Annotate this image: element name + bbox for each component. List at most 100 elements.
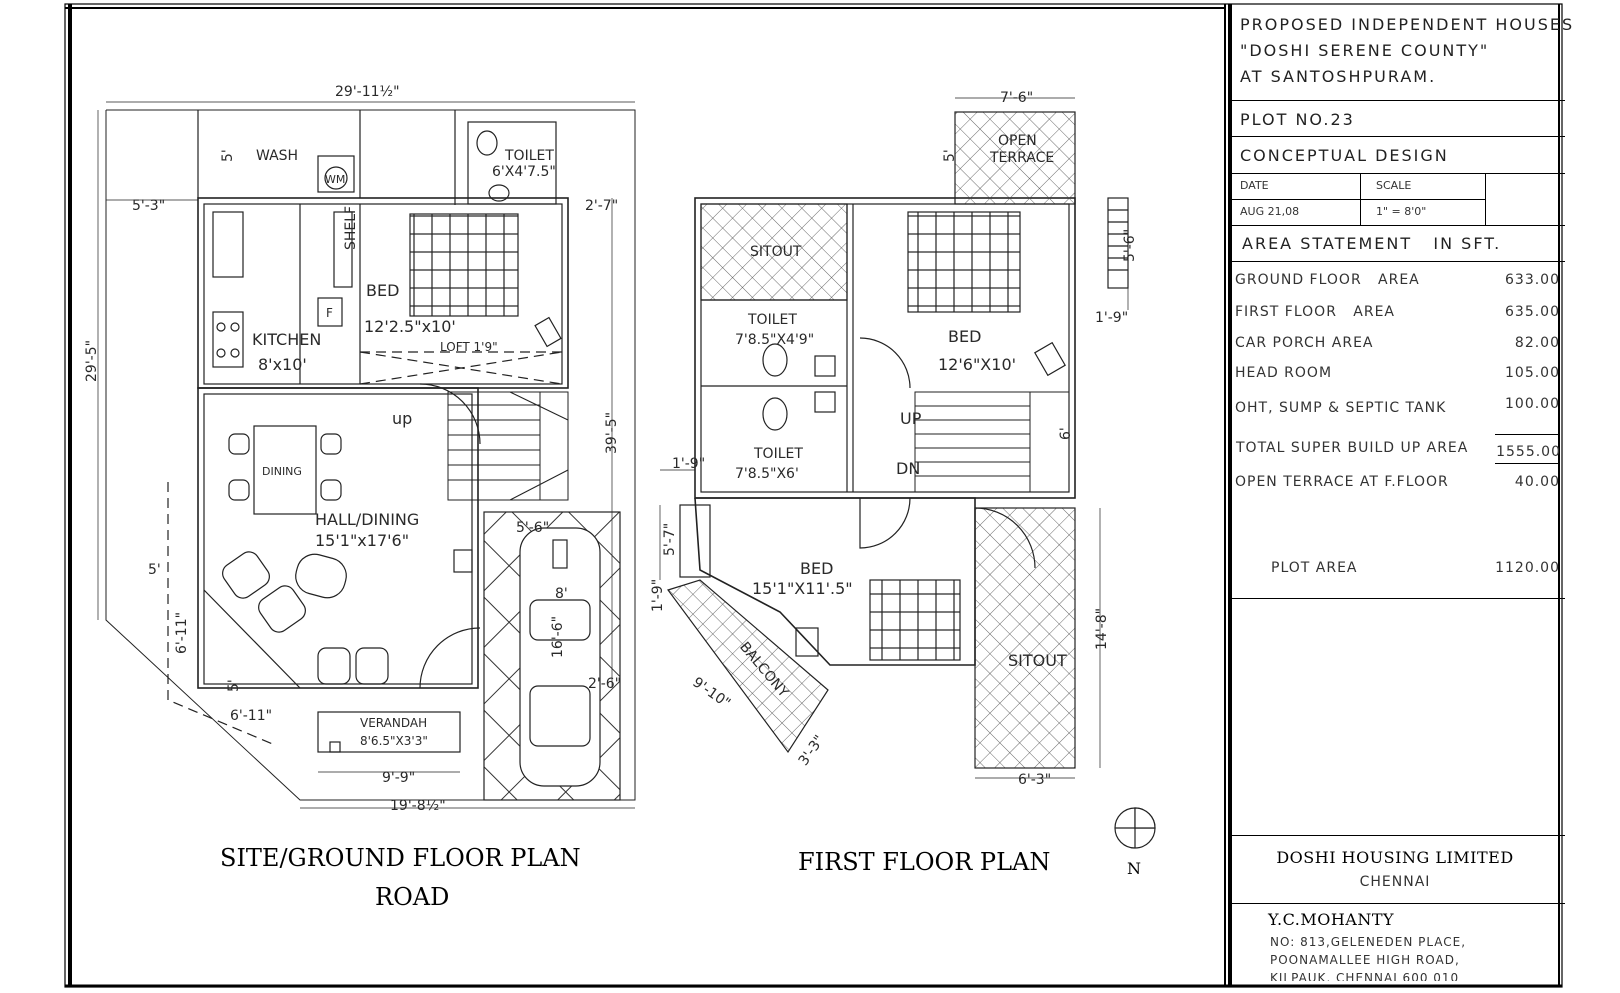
gf-bed-label: BED bbox=[366, 281, 399, 300]
ff-up-label: UP bbox=[900, 409, 922, 428]
company-name: DOSHI HOUSING LIMITED bbox=[1276, 848, 1514, 867]
ff-dim-5-6: 5'-6" bbox=[1122, 229, 1138, 262]
plot-area-label: PLOT AREA bbox=[1271, 560, 1358, 576]
area-row: CAR PORCH AREA 82.00 bbox=[1235, 335, 1560, 351]
shelf-label: SHELF bbox=[343, 206, 359, 250]
gf-dim-8: 8' bbox=[555, 586, 568, 602]
design-label: CONCEPTUAL DESIGN bbox=[1240, 146, 1449, 165]
ff-sitout-right-label: SITOUT bbox=[1008, 651, 1067, 670]
kitchen-size: 8'x10' bbox=[258, 355, 307, 374]
ground-floor-plan bbox=[97, 101, 636, 809]
area-row-value: 635.00 bbox=[1505, 304, 1560, 320]
gf-dim-bottom: 19'-8½" bbox=[390, 798, 446, 814]
ff-dim-1-9c: 1'-9" bbox=[650, 579, 666, 612]
gf-dim-right: 39'-5" bbox=[604, 412, 620, 454]
area-row-label: CAR PORCH AREA bbox=[1235, 335, 1374, 351]
area-statement-heading: AREA STATEMENT IN SFT. bbox=[1242, 234, 1502, 253]
area-row: GROUND FLOOR AREA 633.00 bbox=[1235, 272, 1560, 288]
gf-toilet-size: 6'X4'7.5" bbox=[492, 164, 556, 180]
ff-toilet1-size: 7'8.5"X4'9" bbox=[735, 332, 814, 348]
gf-dim-6-11a: 6'-11" bbox=[174, 612, 190, 654]
ff-dim-6: 6' bbox=[1058, 427, 1074, 440]
gf-dim-6-11b: 6'-11" bbox=[230, 708, 272, 724]
ff-bed1-size: 12'6"X10' bbox=[938, 355, 1016, 374]
company-city: CHENNAI bbox=[1359, 874, 1431, 890]
first-floor-plan bbox=[659, 97, 1129, 779]
loft-label: LOFT 1'9" bbox=[440, 340, 498, 354]
wm-label: WM bbox=[325, 173, 345, 186]
north-arrow-icon bbox=[1114, 807, 1156, 849]
gf-dim-16-6: 16'-6" bbox=[550, 616, 566, 658]
north-label: N bbox=[1127, 859, 1141, 878]
gf-bed-size: 12'2.5"x10' bbox=[364, 317, 456, 336]
area-row-label: OPEN TERRACE AT F.FLOOR bbox=[1235, 474, 1449, 490]
open-terrace-label-2: TERRACE bbox=[989, 150, 1054, 166]
area-row: OHT, SUMP & SEPTIC TANK 100.00 bbox=[1235, 396, 1560, 416]
ff-toilet2-label: TOILET bbox=[753, 446, 803, 462]
ff-dim-5: 5' bbox=[942, 149, 958, 162]
architect-name: Y.C.MOHANTY bbox=[1268, 910, 1395, 929]
ff-toilet1-label: TOILET bbox=[747, 312, 797, 328]
area-row-value: 40.00 bbox=[1514, 474, 1560, 490]
gf-dim-5b: 5' bbox=[148, 562, 161, 578]
date-label: DATE bbox=[1240, 179, 1269, 192]
area-row-label: TOTAL SUPER BUILD UP AREA bbox=[1236, 440, 1469, 456]
gf-up-label: up bbox=[392, 409, 412, 428]
ff-dim-1-9a: 1'-9" bbox=[1095, 310, 1128, 326]
area-row-label: FIRST FLOOR AREA bbox=[1235, 304, 1395, 320]
area-row-total: TOTAL SUPER BUILD UP AREA 1555.00 bbox=[1236, 440, 1561, 460]
ff-dim-1-9b: 1'-9" bbox=[672, 456, 705, 472]
area-row-value: 633.00 bbox=[1505, 272, 1560, 288]
gf-dim-9-9: 9'-9" bbox=[382, 770, 415, 786]
scale-value: 1" = 8'0" bbox=[1376, 205, 1427, 218]
ff-bed1-label: BED bbox=[948, 327, 981, 346]
plot-number: PLOT NO.23 bbox=[1240, 110, 1355, 129]
architect-address: NO: 813,GELENEDEN PLACE, POONAMALLEE HIG… bbox=[1270, 933, 1466, 981]
area-row-label: OHT, SUMP & SEPTIC TANK bbox=[1235, 400, 1447, 416]
hall-label: HALL/DINING bbox=[315, 510, 419, 529]
ff-bed2-size: 15'1"X11'.5" bbox=[752, 579, 853, 598]
date-value: AUG 21,08 bbox=[1240, 205, 1300, 218]
ff-sitout-top-label: SITOUT bbox=[750, 244, 802, 260]
scale-label: SCALE bbox=[1376, 179, 1412, 192]
gf-dim-5-3: 5'-3" bbox=[132, 198, 165, 214]
first-floor-title: FIRST FLOOR PLAN bbox=[798, 848, 1050, 876]
verandah-label: VERANDAH bbox=[360, 716, 427, 730]
ff-dim-9-10: 9'-10" bbox=[690, 674, 734, 711]
address-line-3: KILPAUK, CHENNAI 600 010 bbox=[1270, 971, 1460, 981]
ground-floor-title: SITE/GROUND FLOOR PLAN bbox=[220, 844, 581, 872]
ff-dim-3-3: 3'-3" bbox=[796, 732, 828, 768]
gf-dim-left: 29'-5" bbox=[84, 340, 100, 382]
ff-dim-6-3: 6'-3" bbox=[1018, 772, 1051, 788]
address-line-1: NO: 813,GELENEDEN PLACE, bbox=[1270, 935, 1467, 949]
ff-bed2-label: BED bbox=[800, 559, 833, 578]
project-line-1: PROPOSED INDEPENDENT HOUSES bbox=[1240, 15, 1575, 34]
date-scale-grid: DATE AUG 21,08 SCALE 1" = 8'0" bbox=[1230, 173, 1486, 225]
gf-dim-2-6: 2'-6" bbox=[588, 676, 621, 692]
kitchen-label: KITCHEN bbox=[252, 330, 321, 349]
road-label: ROAD bbox=[375, 883, 449, 911]
project-line-3: AT SANTOSHPURAM. bbox=[1240, 67, 1437, 86]
gf-dim-top: 29'-11½" bbox=[335, 84, 400, 100]
gf-toilet-label: TOILET bbox=[504, 148, 554, 164]
area-row-value: 1555.00 bbox=[1496, 444, 1561, 460]
verandah-size: 8'6.5"X3'3" bbox=[360, 734, 428, 748]
gf-dim-5a: 5' bbox=[220, 149, 236, 162]
ff-dim-5-7: 5'-7" bbox=[662, 523, 678, 556]
ff-dim-top: 7'-6" bbox=[1000, 90, 1033, 106]
ff-dn-label: DN bbox=[896, 459, 920, 478]
area-row-label: GROUND FLOOR AREA bbox=[1235, 272, 1420, 288]
open-terrace-label-1: OPEN bbox=[998, 133, 1037, 149]
gf-dim-5-6: 5'-6" bbox=[516, 520, 549, 536]
area-row-value: 105.00 bbox=[1505, 365, 1560, 381]
area-row: FIRST FLOOR AREA 635.00 bbox=[1235, 304, 1560, 320]
fridge-label: F bbox=[326, 306, 333, 320]
project-title: PROPOSED INDEPENDENT HOUSES "DOSHI SEREN… bbox=[1240, 12, 1575, 90]
sheet-frame bbox=[64, 3, 1563, 988]
plot-area-value: 1120.00 bbox=[1495, 560, 1560, 576]
dining-label: DINING bbox=[262, 465, 302, 478]
address-line-2: POONAMALLEE HIGH ROAD, bbox=[1270, 953, 1460, 967]
gf-dim-2-7: 2'-7" bbox=[585, 198, 618, 214]
area-row: OPEN TERRACE AT F.FLOOR 40.00 bbox=[1235, 474, 1560, 490]
